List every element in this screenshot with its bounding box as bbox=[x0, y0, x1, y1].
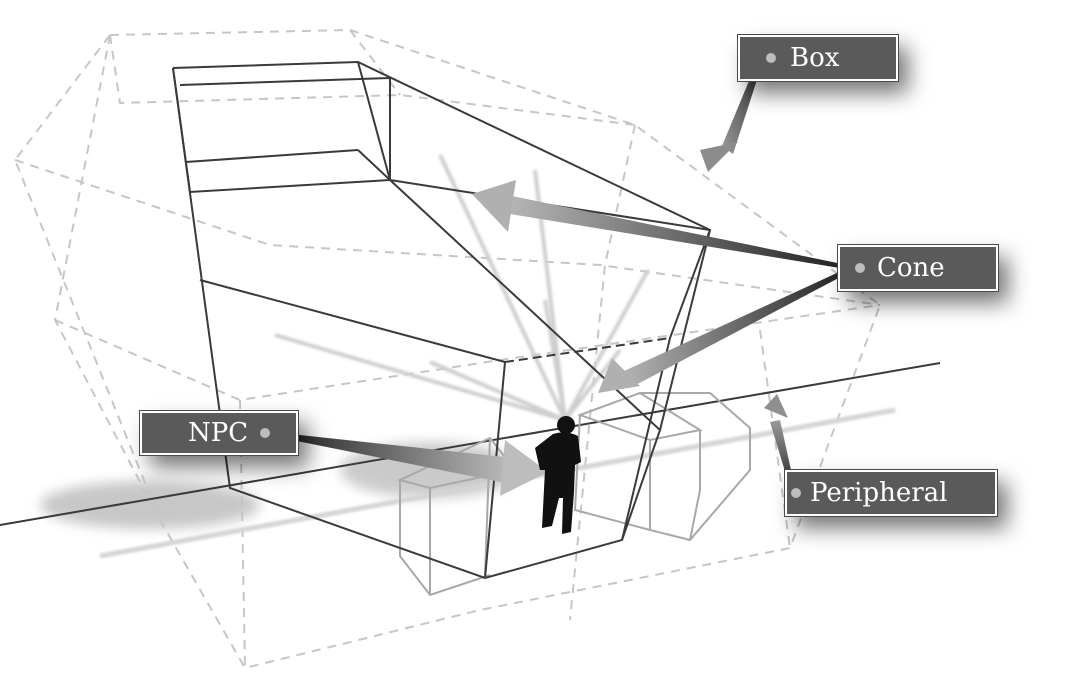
box-arrow bbox=[700, 58, 764, 172]
npc-label-text: NPC bbox=[188, 418, 249, 448]
ground-lines bbox=[0, 362, 941, 559]
bullet-dot-icon bbox=[791, 488, 801, 498]
npc-figure bbox=[535, 416, 581, 534]
peripheral-label-text: Peripheral bbox=[810, 478, 948, 508]
bullet-dot-icon bbox=[855, 263, 865, 273]
cone-label: Cone bbox=[837, 244, 999, 292]
vision-rays bbox=[274, 154, 650, 422]
box-label-text: Box bbox=[790, 43, 840, 73]
peripheral-dashed-hull bbox=[13, 28, 882, 670]
npc-arrow bbox=[272, 432, 548, 496]
box-label: Box bbox=[737, 34, 899, 82]
cone-label-text: Cone bbox=[877, 253, 945, 283]
npc-label: NPC bbox=[139, 410, 299, 456]
peripheral-label: Peripheral bbox=[784, 469, 998, 517]
bullet-dot-icon bbox=[766, 53, 776, 63]
cone-arrows bbox=[472, 180, 852, 393]
bullet-dot-icon bbox=[260, 428, 271, 438]
